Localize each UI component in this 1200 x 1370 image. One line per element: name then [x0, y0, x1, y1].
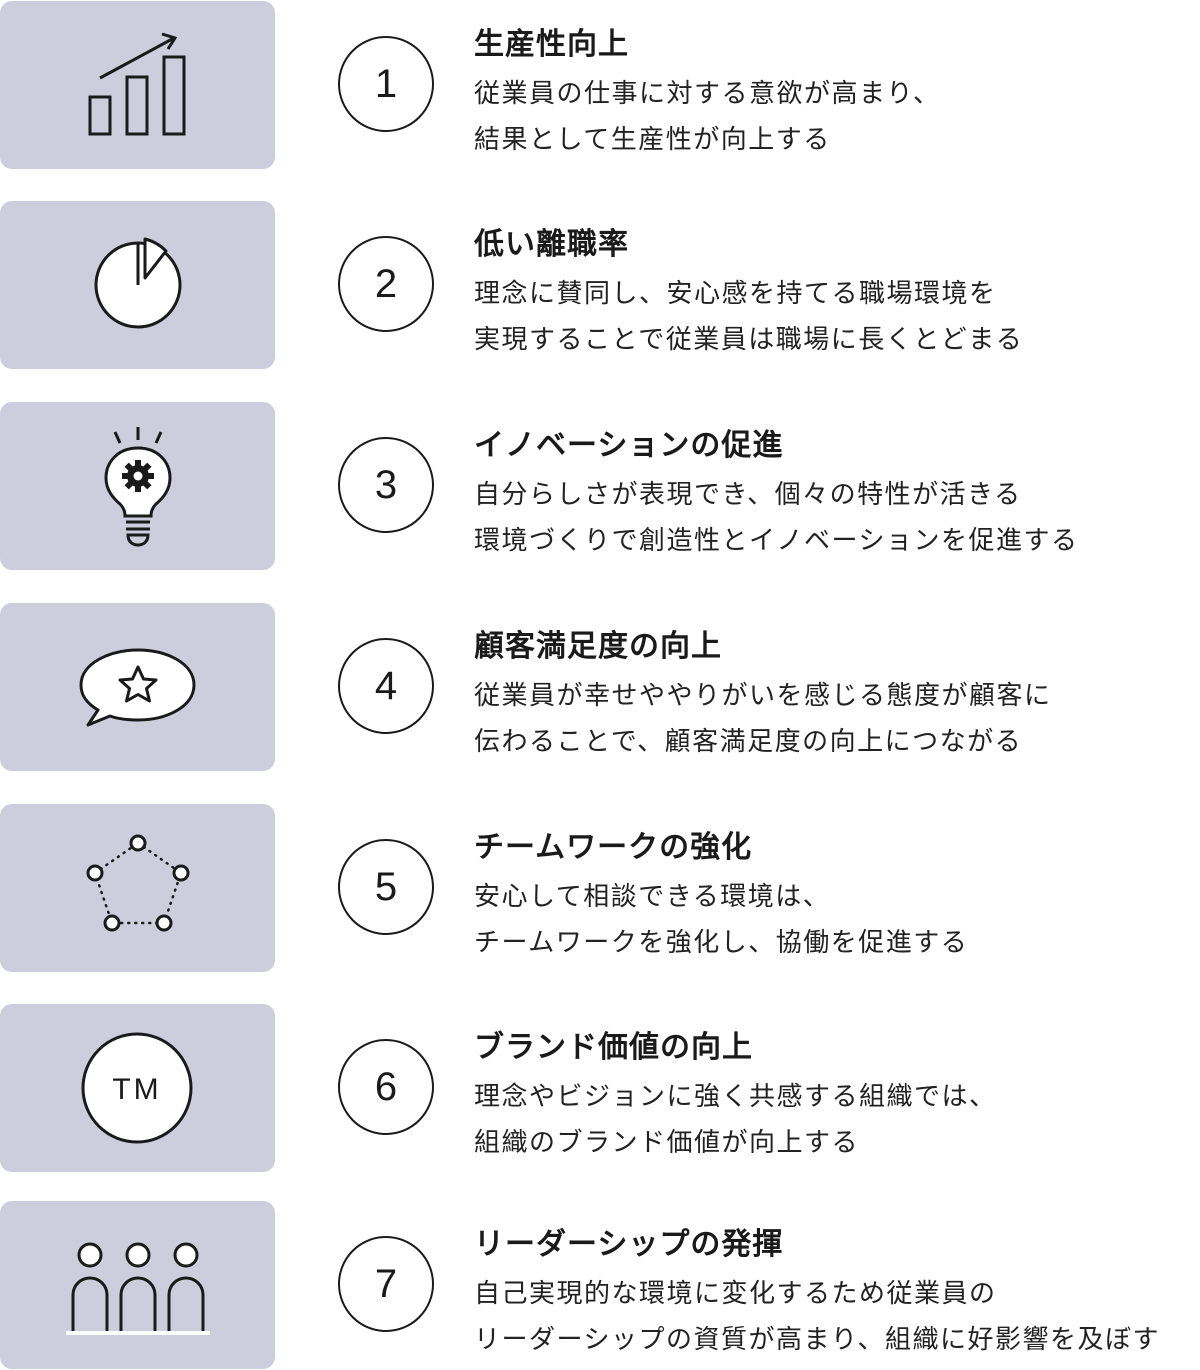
- benefit-item-4: 4 顧客満足度の向上 従業員が幸せややりがいを感じる態度が顧客に 伝わることで、…: [0, 603, 1200, 771]
- icon-tile: [0, 201, 275, 369]
- description-line: 自己実現的な環境に変化するため従業員の: [474, 1279, 997, 1309]
- step-number: 7: [338, 1236, 434, 1332]
- description-line: 従業員の仕事に対する意欲が高まり、: [474, 79, 941, 109]
- item-title: チームワークの強化: [474, 830, 753, 865]
- description-line: 安心して相談できる環境は、: [474, 882, 831, 912]
- item-description: 自分らしさが表現でき、個々の特性が活きる 環境づくりで創造性とイノベーションを促…: [474, 472, 1078, 564]
- item-description: 理念やビジョンに強く共感する組織では、 組織のブランド価値が向上する: [474, 1074, 997, 1166]
- item-description: 従業員が幸せややりがいを感じる態度が顧客に 伝わることで、顧客満足度の向上につな…: [474, 673, 1052, 765]
- benefit-item-2: 2 低い離職率 理念に賛同し、安心感を持てる職場環境を 実現することで従業員は職…: [0, 201, 1200, 369]
- step-number: 4: [338, 638, 434, 734]
- step-number: 6: [338, 1039, 434, 1135]
- description-line: リーダーシップの資質が高まり、組織に好影響を及ぼす: [474, 1325, 1160, 1355]
- connected-circles-icon: [86, 834, 190, 932]
- icon-tile: TM: [0, 1004, 275, 1172]
- trademark-icon: TM: [81, 1032, 193, 1144]
- item-title: イノベーションの促進: [474, 428, 784, 463]
- growth-chart-icon: [88, 32, 186, 136]
- step-number: 1: [338, 36, 434, 132]
- description-line: 結果として生産性が向上する: [474, 125, 831, 155]
- icon-tile: [0, 1, 275, 169]
- step-number: 2: [338, 236, 434, 332]
- item-title: ブランド価値の向上: [474, 1030, 753, 1065]
- benefit-item-3: 3 イノベーションの促進 自分らしさが表現でき、個々の特性が活きる 環境づくりで…: [0, 402, 1200, 570]
- description-line: チームワークを強化し、協働を促進する: [474, 928, 969, 958]
- trademark-label: TM: [112, 1073, 161, 1106]
- icon-tile: [0, 402, 275, 570]
- benefit-item-5: 5 チームワークの強化 安心して相談できる環境は、 チームワークを強化し、協働を…: [0, 804, 1200, 972]
- people-group-icon: [66, 1242, 210, 1335]
- item-description: 従業員の仕事に対する意欲が高まり、 結果として生産性が向上する: [474, 71, 940, 163]
- benefit-item-1: 1 生産性向上 従業員の仕事に対する意欲が高まり、 結果として生産性が向上する: [0, 1, 1200, 169]
- item-title: リーダーシップの発揮: [474, 1227, 784, 1262]
- lightbulb-gear-icon: [104, 427, 172, 547]
- description-line: 自分らしさが表現でき、個々の特性が活きる: [474, 480, 1022, 510]
- description-line: 環境づくりで創造性とイノベーションを促進する: [474, 526, 1079, 556]
- description-line: 従業員が幸せややりがいを感じる態度が顧客に: [474, 681, 1052, 711]
- description-line: 実現することで従業員は職場に長くとどまる: [474, 325, 1024, 355]
- icon-tile: [0, 1201, 275, 1369]
- description-line: 伝わることで、顧客満足度の向上につながる: [474, 727, 1023, 757]
- item-description: 理念に賛同し、安心感を持てる職場環境を 実現することで従業員は職場に長くとどまる: [474, 271, 1023, 363]
- item-title: 低い離職率: [474, 227, 629, 262]
- icon-tile: [0, 603, 275, 771]
- item-description: 自己実現的な環境に変化するため従業員の リーダーシップの資質が高まり、組織に好影…: [474, 1271, 1160, 1363]
- benefit-item-7: 7 リーダーシップの発揮 自己実現的な環境に変化するため従業員の リーダーシップ…: [0, 1201, 1200, 1369]
- item-title: 生産性向上: [474, 27, 629, 62]
- description-line: 理念に賛同し、安心感を持てる職場環境を: [474, 279, 997, 309]
- description-line: 組織のブランド価値が向上する: [474, 1128, 860, 1158]
- step-number: 5: [338, 839, 434, 935]
- pie-chart-icon: [94, 237, 182, 329]
- benefit-item-6: TM 6 ブランド価値の向上 理念やビジョンに強く共感する組織では、 組織のブラ…: [0, 1004, 1200, 1172]
- speech-bubble-star-icon: [79, 648, 196, 727]
- icon-tile: [0, 804, 275, 972]
- step-number: 3: [338, 437, 434, 533]
- item-title: 顧客満足度の向上: [474, 629, 722, 664]
- item-description: 安心して相談できる環境は、 チームワークを強化し、協働を促進する: [474, 874, 968, 966]
- description-line: 理念やビジョンに強く共感する組織では、: [474, 1082, 997, 1112]
